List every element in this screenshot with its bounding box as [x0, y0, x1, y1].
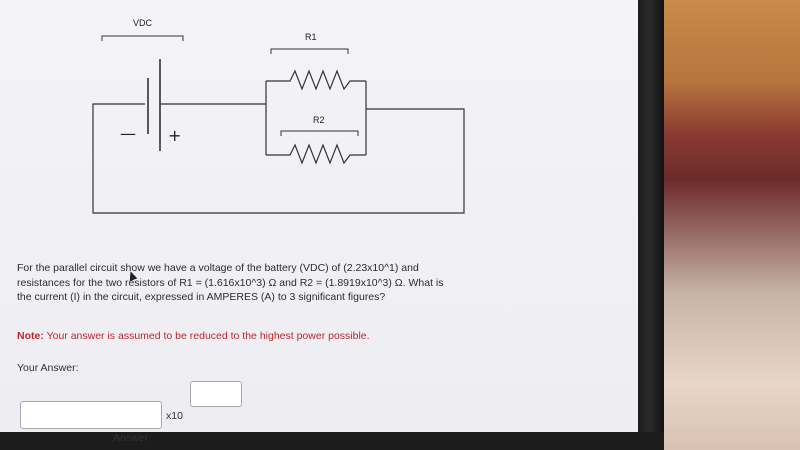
vdc-label: VDC — [133, 18, 153, 28]
r1-bracket — [270, 48, 349, 54]
wire-left — [92, 103, 465, 214]
laptop-bezel-bottom — [0, 432, 664, 450]
battery-plus-sign: + — [168, 126, 181, 145]
note-text: Your answer is assumed to be reduced to … — [46, 330, 370, 342]
circuit-diagram: VDC R1 R2 — + — [92, 18, 465, 214]
browser-screen: VDC R1 R2 — + For the parallel circuit s… — [0, 0, 638, 433]
note-message: Note: Your answer is assumed to be reduc… — [17, 330, 517, 342]
background-photo — [640, 0, 800, 450]
laptop-bezel-right — [636, 0, 664, 450]
times-ten-label: x10 — [166, 410, 183, 422]
answer-input[interactable] — [20, 401, 162, 429]
answer-caption: Answer — [113, 432, 149, 444]
question-text: For the parallel circuit show we have a … — [17, 262, 444, 303]
r2-label: R2 — [313, 115, 325, 125]
r2-bracket — [280, 130, 359, 136]
your-answer-label: Your Answer: — [17, 362, 79, 374]
note-label: Note: — [17, 330, 44, 342]
exponent-input[interactable] — [190, 381, 242, 407]
vdc-bracket — [101, 35, 184, 41]
battery-minus-sign: — — [120, 124, 136, 143]
r1-label: R1 — [305, 32, 317, 42]
r1-resistor — [266, 69, 366, 91]
r2-resistor — [266, 143, 366, 165]
